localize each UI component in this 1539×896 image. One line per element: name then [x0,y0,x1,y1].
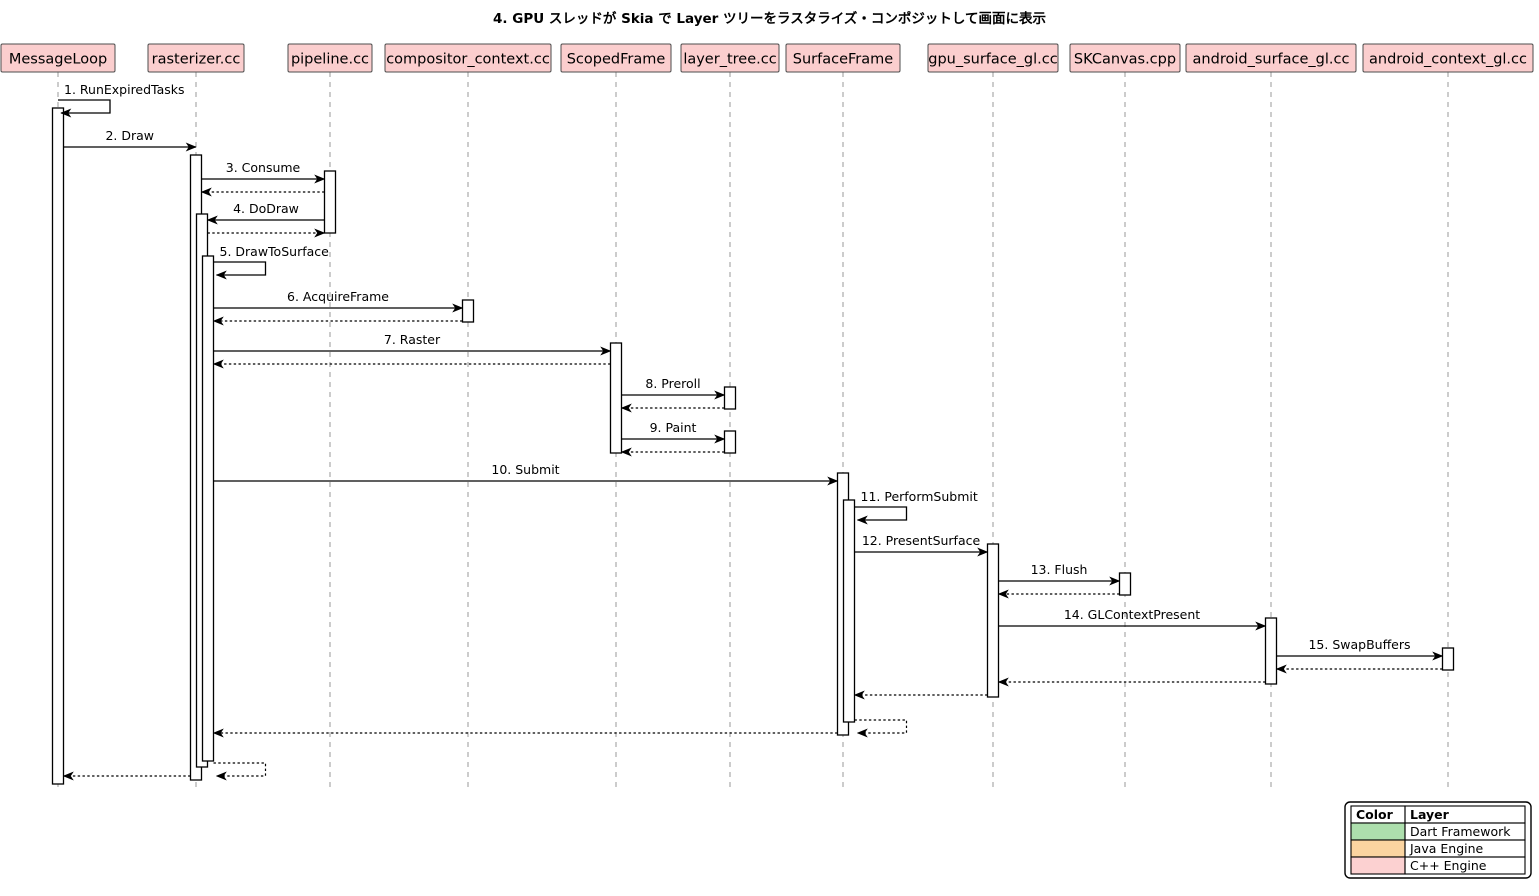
activation-bar-14 [1441,647,1455,671]
activation-bar-13 [1264,617,1278,685]
message-7: 7. Raster [213,332,612,356]
participant-label: pipeline.cc [291,52,369,68]
message-11: 11. PerformSubmit [854,489,978,525]
participant-box[interactable] [147,43,245,73]
participant-3[interactable]: compositor_context.cc [384,43,552,73]
message-label: 6. AcquireFrame [287,289,389,304]
participant-label: MessageLoop [9,52,107,68]
participant-box[interactable] [1185,43,1357,73]
message-label: 10. Submit [491,462,559,477]
activation-bar-8 [723,430,737,454]
message-15: 15. SwapBuffers [1276,637,1444,661]
message-arrow [854,719,908,738]
message-arrow [854,506,908,525]
message-label: 15. SwapBuffers [1308,637,1410,652]
activation-bar-12 [1118,572,1132,596]
activation-bar-0 [51,107,65,785]
activation-bar-10 [842,499,856,723]
message-label: 9. Paint [650,420,697,435]
message-label: 7. Raster [384,332,441,347]
participant-label: compositor_context.cc [386,52,550,68]
message-13: 13. Flush [998,562,1121,586]
message-3: 3. Consume [201,160,326,184]
participant-6[interactable]: SurfaceFrame [785,43,901,73]
message-label: 3. Consume [226,160,301,175]
participant-label: android_surface_gl.cc [1193,52,1350,68]
message-12: 12. PresentSurface [854,533,989,557]
participant-1[interactable]: rasterizer.cc [147,43,245,73]
participant-2[interactable]: pipeline.cc [287,43,373,73]
participant-box[interactable] [927,43,1059,73]
participant-box[interactable] [384,43,552,73]
participant-box[interactable] [1069,43,1181,73]
legend-swatch [1350,822,1406,841]
legend-header-color: Color [1356,807,1394,822]
legend-layer-label: Java Engine [1409,841,1484,856]
message-10: 10. Submit [213,462,839,486]
participant-0[interactable]: MessageLoop [0,43,116,73]
activation-bar-4 [201,255,215,762]
participant-10[interactable]: android_context_gl.cc [1362,43,1534,73]
message-6: 6. AcquireFrame [213,289,464,313]
message-8: 8. Preroll [621,376,726,400]
participant-5[interactable]: layer_tree.cc [680,43,780,73]
message-label: 4. DoDraw [233,201,299,216]
activation-bar-5 [461,299,475,323]
message-label: 2. Draw [105,128,154,143]
participant-box[interactable] [287,43,373,73]
participant-label: rasterizer.cc [152,52,241,68]
legend-swatch [1350,856,1406,875]
message-2: 2. Draw [63,128,197,152]
participant-9[interactable]: android_surface_gl.cc [1185,43,1357,73]
participant-8[interactable]: SKCanvas.cpp [1069,43,1181,73]
activation-bars-group [51,107,1455,785]
message-label: 1. RunExpiredTasks [64,82,185,97]
message-label: 12. PresentSurface [862,533,981,548]
participant-4[interactable]: ScopedFrame [560,43,672,73]
message-4: 4. DoDraw [206,201,325,225]
participant-label: ScopedFrame [567,52,666,68]
message-arrow [58,99,111,118]
messages-group: 1. RunExpiredTasks 2. Draw 3. Consume 4. Do… [58,82,1444,781]
message-label: 13. Flush [1031,562,1088,577]
participant-label: gpu_surface_gl.cc [928,52,1058,68]
participant-box[interactable] [680,43,780,73]
activation-bar-11 [986,543,1000,698]
message-label: 11. PerformSubmit [861,489,978,504]
message-1: 1. RunExpiredTasks [58,82,185,118]
participant-7[interactable]: gpu_surface_gl.cc [927,43,1059,73]
participant-box[interactable] [1362,43,1534,73]
participant-label: layer_tree.cc [683,52,776,68]
participant-boxes-group: MessageLoop rasterizer.cc pipeline.cc compo… [0,43,1534,73]
legend-header-layer: Layer [1410,807,1450,822]
page-title: 4. GPU スレッドが Skia で Layer ツリーをラスタライズ・コンポ… [493,10,1046,27]
message-label: 5. DrawToSurface [220,244,330,259]
message-label: 14. GLContextPresent [1064,607,1200,622]
legend-layer-label: Dart Framework [1410,824,1511,839]
participant-box[interactable] [560,43,672,73]
legend-layer-label: C++ Engine [1410,858,1487,873]
message-arrow [213,762,267,781]
participant-label: SKCanvas.cpp [1074,52,1176,68]
activation-bar-7 [723,386,737,410]
message-label: 8. Preroll [645,376,700,391]
legend-layer-cell [1404,856,1526,875]
legend-swatch [1350,839,1406,858]
participant-box[interactable] [0,43,116,73]
message-14: 14. GLContextPresent [998,607,1267,631]
activation-bar-2 [323,170,337,234]
message-arrow [213,261,267,280]
activation-bar-6 [609,342,623,454]
participant-label: SurfaceFrame [793,52,893,68]
participant-label: android_context_gl.cc [1369,52,1527,68]
message-5r [213,762,267,781]
message-5: 5. DrawToSurface [213,244,330,280]
participant-box[interactable] [785,43,901,73]
message-11r [854,719,908,738]
message-9: 9. Paint [621,420,726,444]
